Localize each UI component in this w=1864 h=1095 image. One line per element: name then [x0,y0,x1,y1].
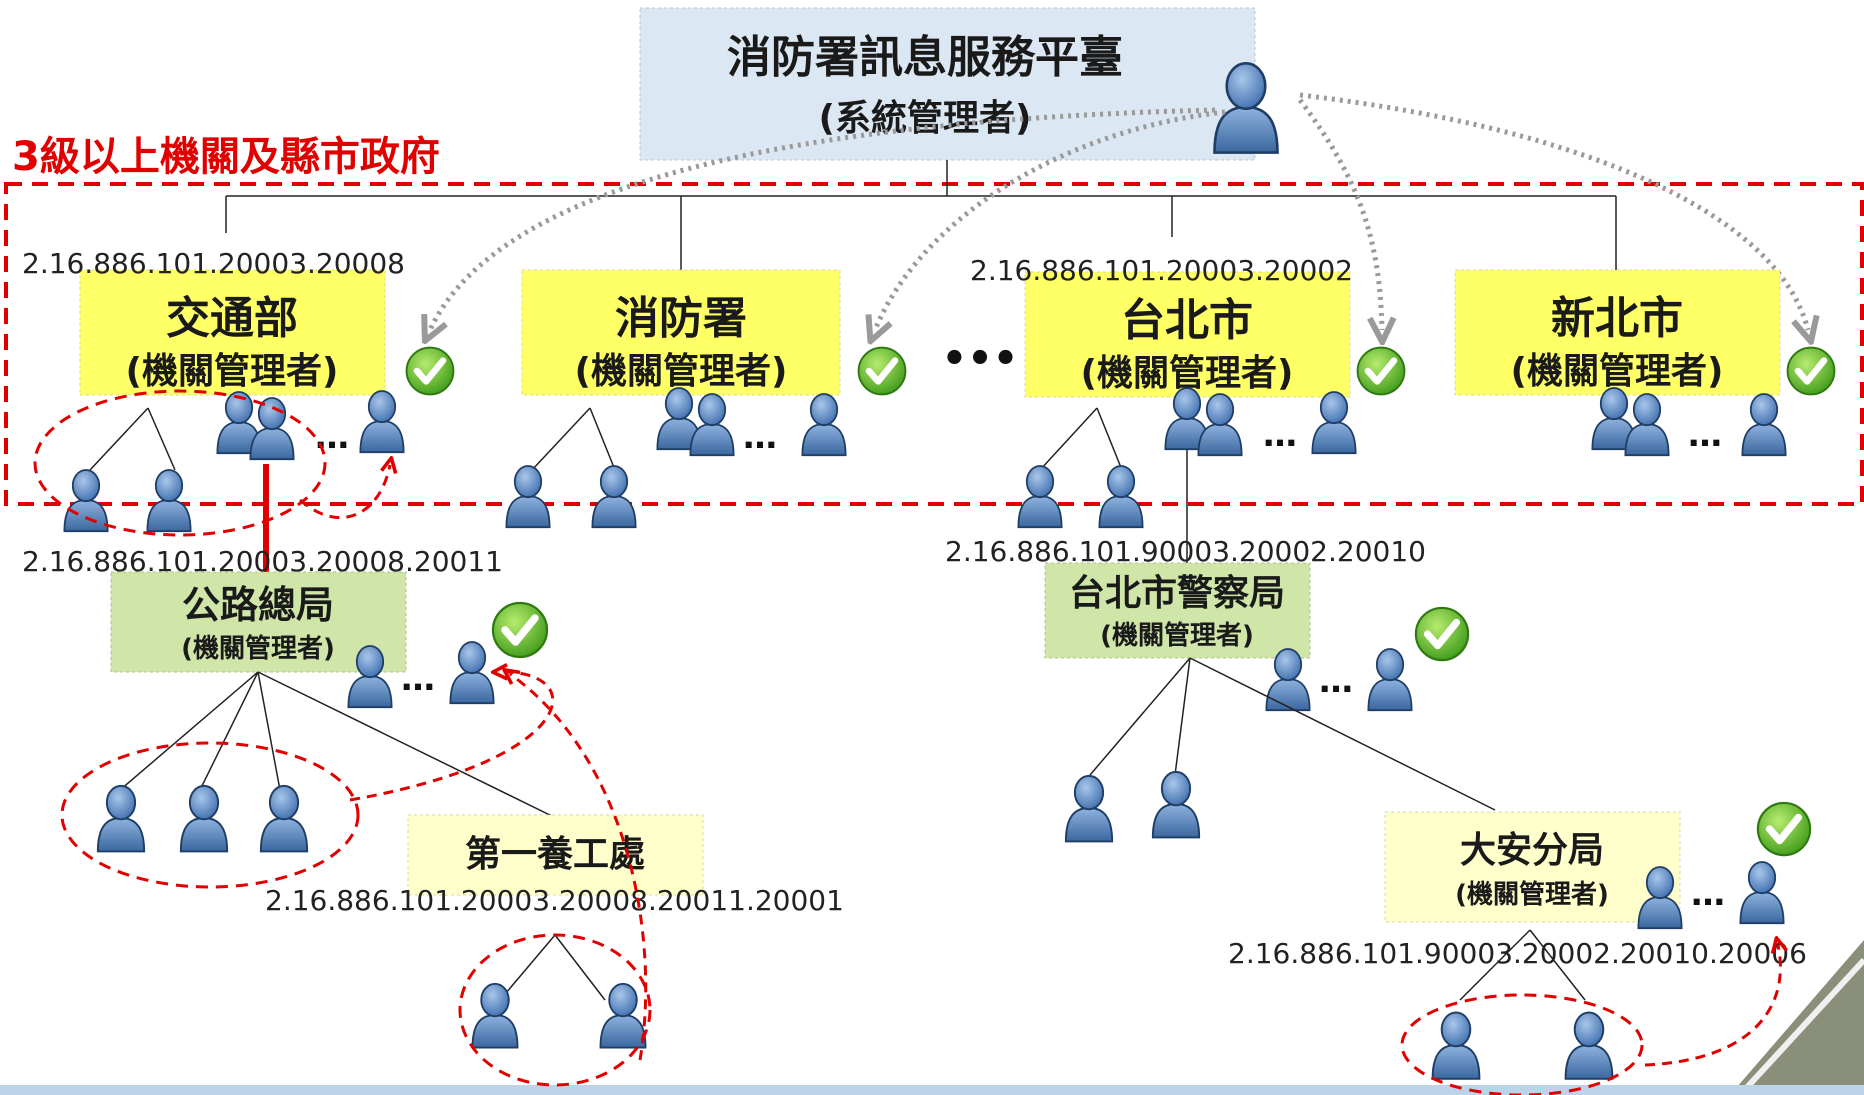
road-subtitle: (機關管理者) [181,634,335,664]
person-icon [1311,391,1357,455]
maint-oid: 2.16.886.101.20003.20008.20011.20001 [265,884,844,917]
road-title: 公路總局 [182,583,334,627]
person-icon [449,641,495,705]
red-circle [1400,993,1644,1095]
bottom-strip [0,1085,1864,1095]
red-circle [458,933,652,1087]
maint-child-lines [499,934,606,1001]
red-circle [60,741,360,889]
top-box [639,7,1256,161]
road-child-lines [119,671,561,821]
person-icon [471,982,519,1049]
red-circle [33,389,327,537]
gray-arrows [430,92,1808,330]
person-icon [591,465,637,529]
tier1-2-title: 台北市 [1121,295,1253,346]
person-icon [259,784,309,853]
check-icon [859,348,906,395]
check-icon [1416,608,1468,660]
box-daan [1384,811,1681,923]
more-dots: ••• [942,336,1019,382]
person-icon [1017,465,1063,529]
person-icon [1624,393,1670,457]
person-icon [96,784,146,853]
police-title: 台北市警察局 [1069,573,1285,614]
person-icon [359,390,405,454]
person-icon [505,465,551,529]
daan-child-lines [1459,929,1586,1001]
ellipsis: … [1688,415,1722,455]
person-icon [1064,774,1114,843]
daan-subtitle: (機關管理者) [1455,880,1609,910]
tier1-2-oid: 2.16.886.101.20003.20002 [970,254,1353,287]
box-tier1-3 [1454,269,1781,396]
person-icon [249,397,295,461]
box-tier1-0 [79,269,386,396]
tier1-0-oid: 2.16.886.101.20003.20008 [22,247,405,280]
check-icon [407,348,454,395]
maint-title: 第一養工處 [465,834,645,875]
person-icon [179,784,229,853]
top-title: 消防署訊息服務平臺 [727,32,1123,83]
ellipsis: … [1691,874,1725,914]
person-icon [1431,1011,1481,1080]
tier1-3-subtitle: (機關管理者) [1511,351,1724,392]
daan-title: 大安分局 [1460,830,1604,871]
tier1-1-subtitle: (機關管理者) [575,351,788,392]
person-icon [1197,393,1243,457]
person-icon [689,393,735,457]
top-tree-lines [225,160,1617,272]
ellipsis: … [743,417,777,457]
check-icon [1358,348,1405,395]
person-icon [599,982,647,1049]
corner-photo-edge [1737,957,1864,1095]
top-subtitle: (系統管理者) [819,98,1032,139]
person-icon [1151,770,1201,839]
police-subtitle: (機關管理者) [1100,621,1254,651]
check-icon [1788,348,1835,395]
person-icon [1739,861,1785,925]
check-icon [493,603,547,657]
region-border [4,182,1864,506]
tier1-0-title: 交通部 [166,293,298,344]
person-icon [801,393,847,457]
check-icon [1758,803,1810,855]
person-icon [1564,1011,1614,1080]
box-tier1-1 [521,269,841,396]
ellipsis: … [1263,415,1297,455]
box-tier1-2 [1024,271,1351,398]
tier1-3-title: 新北市 [1551,293,1683,344]
ellipsis: … [401,659,435,699]
tier1-child-lines [89,407,1188,580]
red-arrow [510,674,648,1061]
ellipsis: … [315,417,349,457]
person-icon [1367,648,1413,712]
person-icon [63,469,109,533]
police-child-lines [1089,657,1496,811]
tier1-1-title: 消防署 [615,293,747,344]
box-police [1044,562,1311,659]
corner-photo [1730,940,1864,1095]
box-maint [407,814,704,896]
person-icon [1741,393,1787,457]
person-icon [146,469,192,533]
person-icon [1098,465,1144,529]
region-label: 3級以上機關及縣市政府 [12,134,440,180]
tier1-0-subtitle: (機關管理者) [126,351,339,392]
red-arrow [1644,945,1780,1067]
red-arrow [299,465,390,519]
ellipsis: … [1319,661,1353,701]
